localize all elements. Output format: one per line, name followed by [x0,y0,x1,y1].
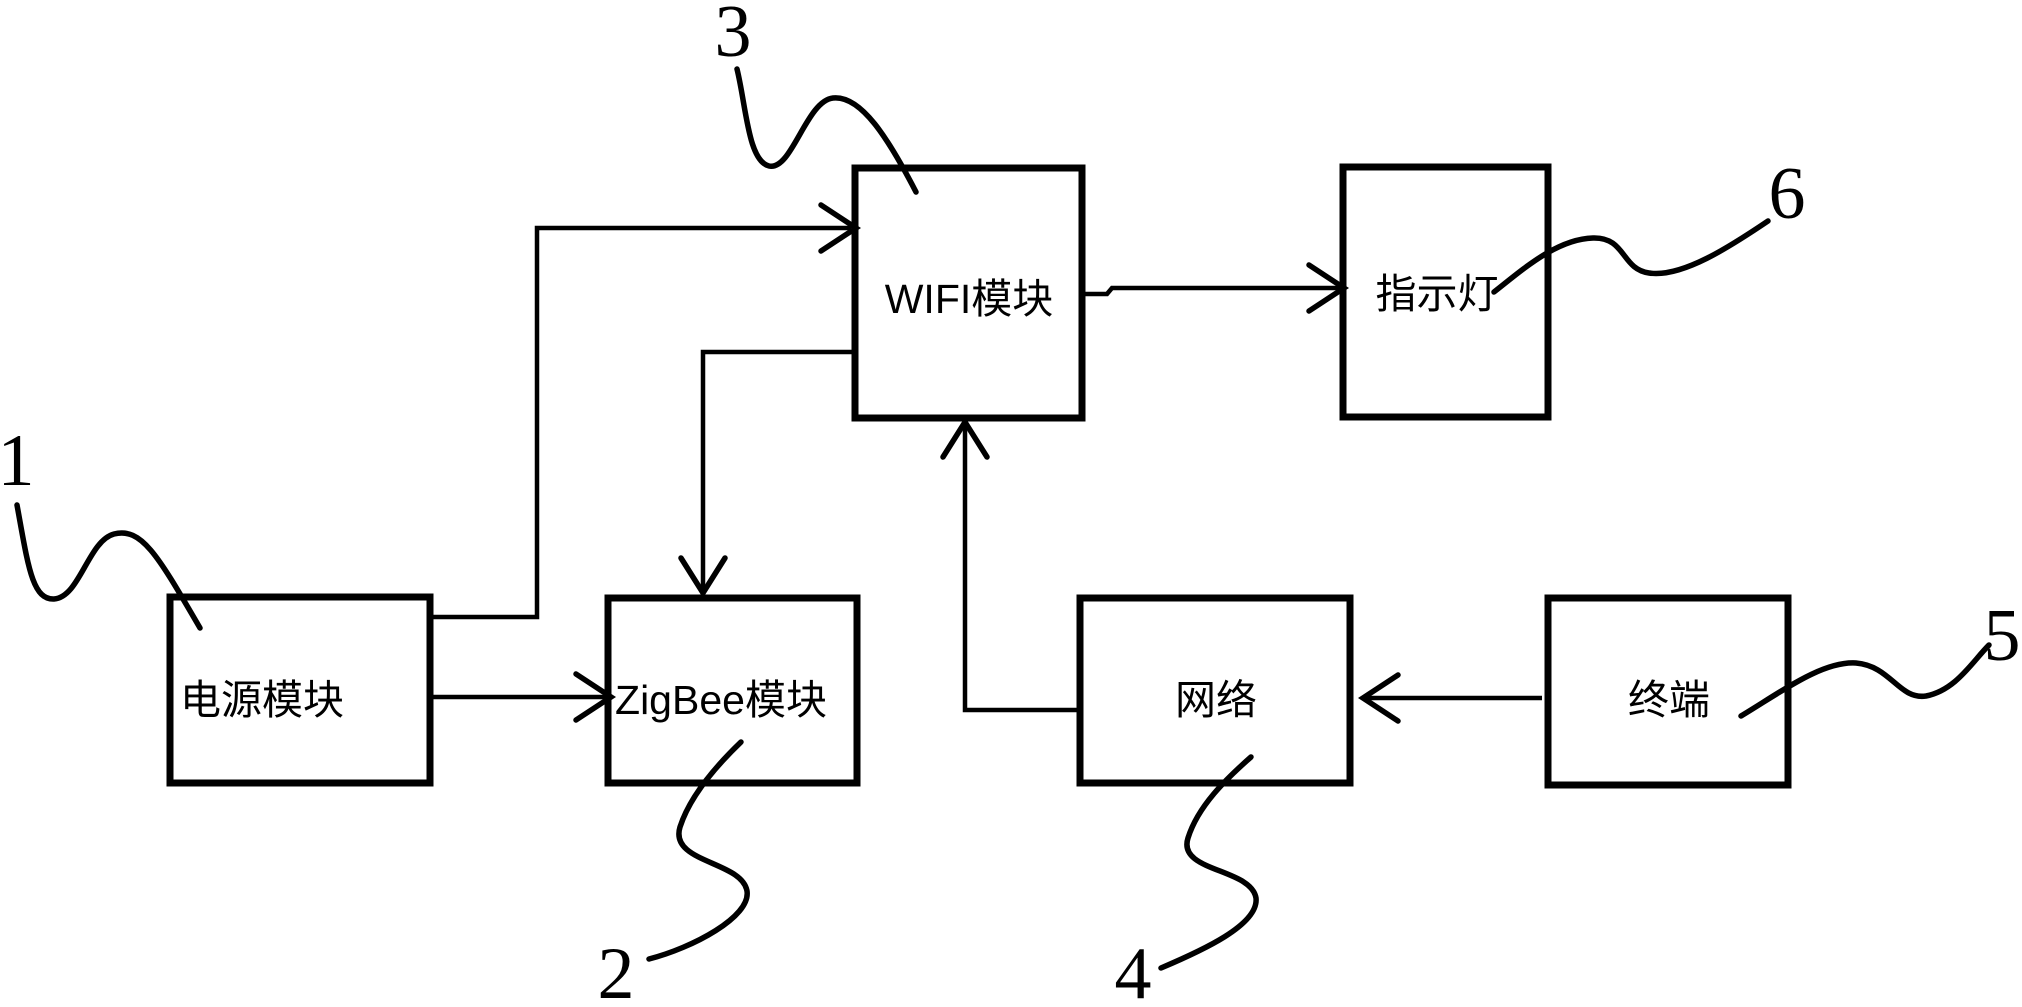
terminal-box [1544,594,1792,789]
indicator-light-label: 指示灯 [1376,271,1499,317]
leader-ref-6-indicator [1491,218,1771,295]
zigbee-module-label: ZigBee模块 [615,677,827,723]
network-box [1076,594,1354,787]
wifi-module-label: WIFI模块 [885,276,1054,322]
leader-ref-4-network [1158,754,1259,971]
ref-number-2: 2 [598,933,635,1007]
ref-number-6: 6 [1769,153,1806,235]
power-module-box [166,593,434,787]
conn-wifi-to-zigbee [700,349,855,588]
arrowhead-into-zigbee-top [678,555,728,599]
leader-ref-1-power [14,502,203,631]
conn-network-to-wifi [962,427,1080,713]
conn-power-to-wifi [430,225,851,620]
ref-number-3: 3 [715,0,752,73]
ref-number-4: 4 [1115,933,1152,1007]
power-module-label: 电源模块 [180,677,344,723]
ref-number-5: 5 [1984,595,2021,677]
indicator-light-box [1339,163,1552,421]
leader-ref-3-wifi [734,66,919,195]
arrowhead-into-wifi-bottom [940,416,990,460]
arrowhead-into-network-right [1357,672,1401,724]
conn-wifi-to-indicator [1082,285,1340,297]
arrowhead-into-wifi-left [818,202,862,254]
leader-ref-2-zigbee [646,739,750,962]
leader-ref-5-terminal [1738,642,1992,719]
arrowhead-into-indicator-left [1306,262,1350,314]
ref-number-1: 1 [0,420,35,502]
arrowhead-into-zigbee-left [573,671,617,723]
network-label: 网络 [1175,677,1257,723]
zigbee-module-box [604,594,861,787]
terminal-label: 终端 [1628,677,1710,723]
